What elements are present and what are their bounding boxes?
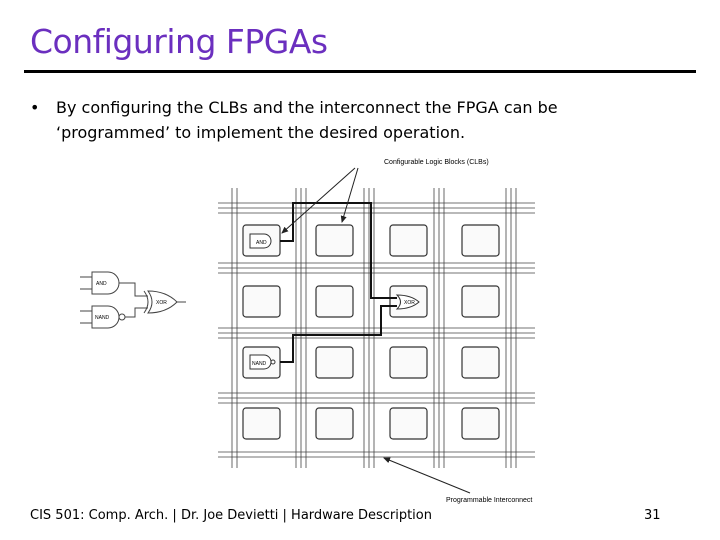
clb-block bbox=[461, 407, 500, 440]
clb-block bbox=[389, 407, 428, 440]
clb-caption: Configurable Logic Blocks (CLBs) bbox=[384, 159, 489, 166]
bullet-line-2: ‘programmed’ to implement the desired op… bbox=[56, 123, 466, 142]
slide-title: Configuring FPGAs bbox=[30, 22, 328, 61]
routing-grid bbox=[218, 188, 535, 468]
bullet-line-1: By configuring the CLBs and the intercon… bbox=[56, 98, 558, 117]
clb-xor-label: XOR bbox=[404, 300, 415, 306]
xor-gate-icon bbox=[147, 290, 178, 314]
nand-bubble-icon bbox=[118, 313, 126, 321]
clb-block bbox=[389, 346, 428, 379]
circuit-and-label: AND bbox=[96, 281, 107, 287]
clb-and-label: AND bbox=[256, 240, 267, 246]
clb-block bbox=[461, 346, 500, 379]
clb-block bbox=[315, 346, 354, 379]
nand-bubble-icon bbox=[270, 359, 276, 365]
circuit-xor-label: XOR bbox=[156, 300, 167, 306]
and-gate-icon bbox=[91, 271, 120, 295]
title-divider bbox=[24, 70, 696, 73]
interconnect-arrow bbox=[383, 457, 471, 494]
bullet-marker: • bbox=[30, 98, 40, 117]
clb-block bbox=[461, 285, 500, 318]
clb-gates bbox=[249, 233, 420, 370]
footer-text: CIS 501: Comp. Arch. | Dr. Joe Devietti … bbox=[30, 508, 432, 523]
interconnect-caption: Programmable Interconnect bbox=[446, 497, 532, 504]
and-gate-icon bbox=[249, 233, 272, 249]
clb-block bbox=[242, 285, 281, 318]
xor-gate-icon bbox=[395, 294, 420, 310]
logic-circuit bbox=[80, 271, 186, 329]
clb-block bbox=[315, 285, 354, 318]
page-number: 31 bbox=[644, 508, 661, 523]
clb-block bbox=[315, 224, 354, 257]
circuit-nand-label: NAND bbox=[95, 315, 110, 321]
bullet-text: By configuring the CLBs and the intercon… bbox=[56, 95, 676, 145]
configured-routing bbox=[280, 202, 397, 363]
clb-nand-label: NAND bbox=[252, 361, 267, 367]
clb-arrows bbox=[281, 167, 359, 234]
clb-array bbox=[242, 224, 500, 440]
clb-block bbox=[389, 224, 428, 257]
clb-block bbox=[315, 407, 354, 440]
clb-block bbox=[242, 407, 281, 440]
clb-block bbox=[461, 224, 500, 257]
